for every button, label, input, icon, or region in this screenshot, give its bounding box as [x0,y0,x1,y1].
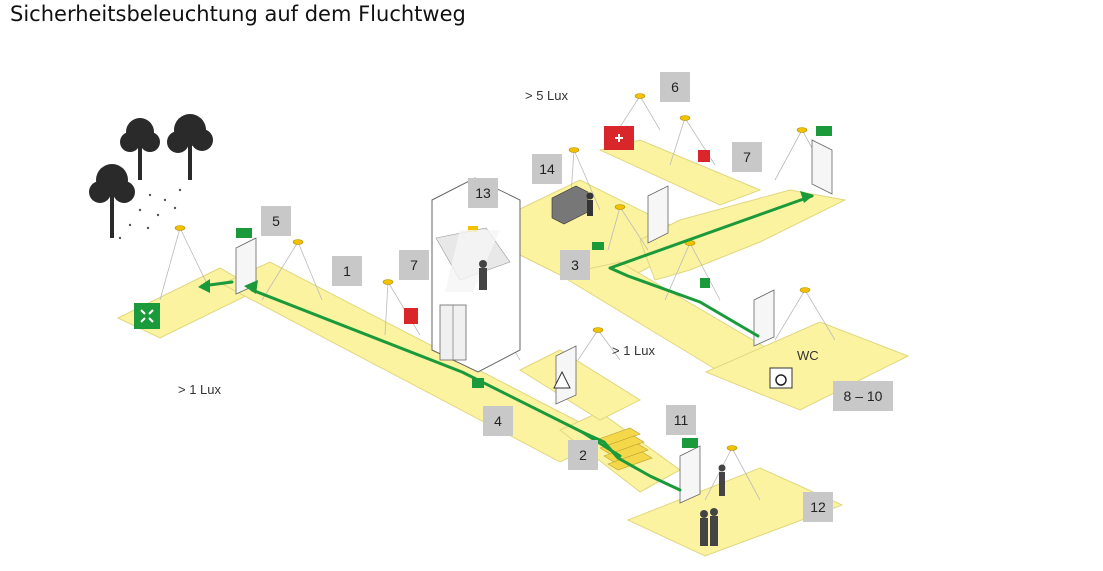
route-upper [608,194,814,338]
exit-sign-icon [592,242,604,250]
lamp-icon [382,279,394,285]
svg-text:7: 7 [410,257,418,273]
lux-label-mid: > 1 Lux [612,343,656,358]
floor-mid-landing [518,349,642,421]
warning-triangle-icon [553,370,571,389]
svg-text:5: 5 [272,213,280,229]
floor-upper-corridor [639,189,847,281]
people-icons [700,464,726,546]
number-markers: 1 2 3 4 5 6 7 7 8 – 10 11 12 13 14 [261,72,893,522]
trees-illustration [89,114,213,238]
marker-7b: 7 [732,142,762,172]
route-main [250,288,682,492]
svg-text:3: 3 [571,257,579,273]
signs [134,126,832,448]
marker-8-10: 8 – 10 [833,381,893,411]
lamp-icon [634,93,646,99]
lamp-icon [614,204,626,210]
floor-lower-room [626,467,844,557]
marker-11: 11 [666,405,696,435]
svg-text:6: 6 [671,79,679,95]
exit-sign-icon [682,438,698,448]
lux-label-low: > 1 Lux [178,382,222,397]
escape-route [200,194,814,492]
exit-sign-icon [236,228,252,238]
person-icon [479,260,487,268]
arrow-left-icon [244,280,258,294]
svg-text:7: 7 [743,149,751,165]
svg-text:1: 1 [343,263,351,279]
svg-text:12: 12 [810,499,826,515]
lamp-icon [679,115,691,121]
marker-1: 1 [332,256,362,286]
svg-text:4: 4 [494,413,502,429]
marker-6: 6 [660,72,690,102]
ceiling-lamps [174,93,811,451]
svg-text:8 – 10: 8 – 10 [844,388,883,404]
grass-dots [118,188,182,240]
marker-13: 13 [468,178,498,208]
door-top-right [811,139,833,195]
lamp-icon [292,239,304,245]
wheelchair-icon [769,367,793,389]
marker-5: 5 [261,206,291,236]
page-title: Sicherheitsbeleuchtung auf dem Fluchtweg [10,2,466,26]
door-stair [555,345,577,405]
marker-7a: 7 [399,250,429,280]
svg-text:14: 14 [539,161,555,177]
door-lower-room [679,445,701,504]
arrow-right-icon [800,191,814,203]
lux-label-high: > 5 Lux [525,88,569,103]
lamp-icon [568,147,580,153]
route-arrowheads [198,191,814,294]
exit-sign-icon [700,278,710,288]
floor-diagonal-corridor [558,261,772,373]
route-lower-branch [580,430,622,458]
elevator-shaft [431,177,521,373]
exit-sign-icon [472,378,484,388]
floor-wc-room [704,321,910,411]
door-upper-room [647,185,669,244]
arrow-left-icon [198,279,210,293]
marker-4: 4 [483,406,513,436]
exit-sign-icon [816,126,832,136]
lamp-icon [799,287,811,293]
doors [235,139,833,504]
lamp-icon [592,327,604,333]
assembly-point-sign-icon [134,303,160,329]
wc-label: WC [797,348,819,363]
lamp-icon [726,445,738,451]
lamp-icon [174,225,186,231]
fire-extinguisher-icon [404,308,418,324]
door-wc [753,289,775,347]
marker-14: 14 [532,154,562,184]
fire-alarm-icon [698,150,710,162]
marker-12: 12 [803,492,833,522]
svg-text:11: 11 [674,412,689,428]
marker-2: 2 [568,440,598,470]
lamp-icon [796,127,808,133]
vending-machine-icon [551,185,594,225]
marker-3: 3 [560,250,590,280]
svg-text:13: 13 [475,185,491,201]
svg-text:2: 2 [579,447,587,463]
